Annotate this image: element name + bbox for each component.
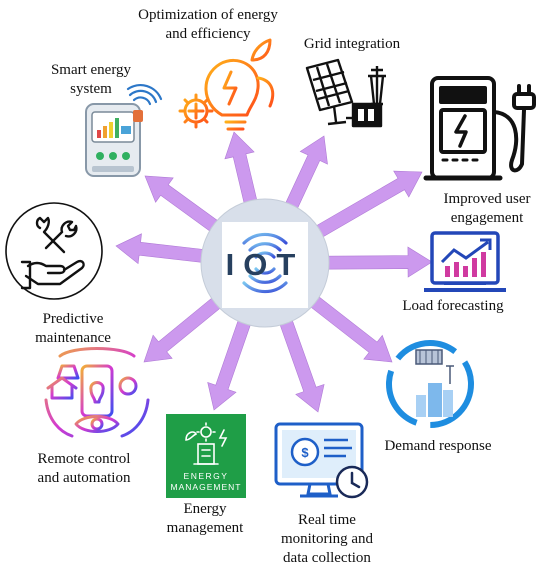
label-line: Demand response [384, 438, 492, 454]
arrow-demand [306, 293, 393, 363]
arrow-predictive [115, 233, 209, 265]
label-predictive: Predictive maintenance [18, 310, 128, 348]
label-line: Remote control [37, 451, 131, 467]
arrow-realtime [277, 315, 325, 413]
label-line: data collection [283, 550, 371, 566]
label-optimization: Optimization of energy and efficiency [126, 6, 290, 44]
arrow-grid [283, 135, 328, 214]
ev-charger-icon [423, 76, 536, 181]
label-line: Smart energy [50, 62, 132, 78]
label-realtime: Real time monitoring and data collection [262, 511, 392, 568]
label-line: engagement [450, 210, 524, 226]
label-smart: Smart energy system [36, 61, 146, 99]
arrow-smart [144, 175, 223, 235]
smart-meter-icon [85, 84, 163, 177]
label-line: Energy [183, 501, 227, 517]
solar-panel-pylon-icon [305, 58, 386, 128]
label-line: Optimization of energy [138, 7, 278, 23]
label-line: management [166, 520, 244, 536]
label-line: Grid integration [303, 36, 401, 52]
city-cycle-icon [386, 340, 474, 428]
arrow-remote [143, 294, 225, 363]
iot-title: IOT [226, 247, 305, 282]
label-line: and automation [37, 470, 131, 486]
energy-badge-line2: MANAGEMENT [171, 482, 242, 492]
monitor-dollar-clock-icon: $ [274, 422, 369, 499]
label-line: and efficiency [165, 26, 251, 42]
label-engagement: Improved user engagement [428, 190, 546, 228]
iot-waves-icon [242, 232, 288, 294]
label-load: Load forecasting [388, 297, 518, 316]
arrow-load [322, 246, 433, 278]
label-remote: Remote control and automation [14, 450, 154, 488]
label-line: Load forecasting [402, 298, 504, 314]
iot-hub: IOT [200, 198, 330, 328]
arrow-optimization [224, 131, 259, 209]
arrow-energy [207, 315, 253, 411]
label-grid: Grid integration [292, 35, 412, 54]
label-line: Predictive [42, 311, 104, 327]
label-line: Real time [298, 512, 356, 528]
arrow-engagement [311, 170, 423, 240]
label-line: monitoring and [280, 531, 374, 547]
energy-badge-line1: ENERGY [184, 471, 229, 481]
label-line: maintenance [35, 330, 111, 346]
smartphone-home-icon [44, 347, 150, 438]
bulb-gear-leaf-icon [178, 38, 275, 131]
hand-tools-icon [5, 202, 103, 300]
svg-text:$: $ [301, 445, 309, 460]
label-line: Improved user [443, 191, 531, 207]
label-energy: Energy management [150, 500, 260, 538]
growth-chart-icon [424, 231, 506, 292]
arrows-group [115, 131, 433, 413]
energy-management-icon: ENERGY MANAGEMENT [166, 414, 246, 498]
label-demand: Demand response [368, 437, 508, 456]
label-line: system [70, 81, 112, 97]
